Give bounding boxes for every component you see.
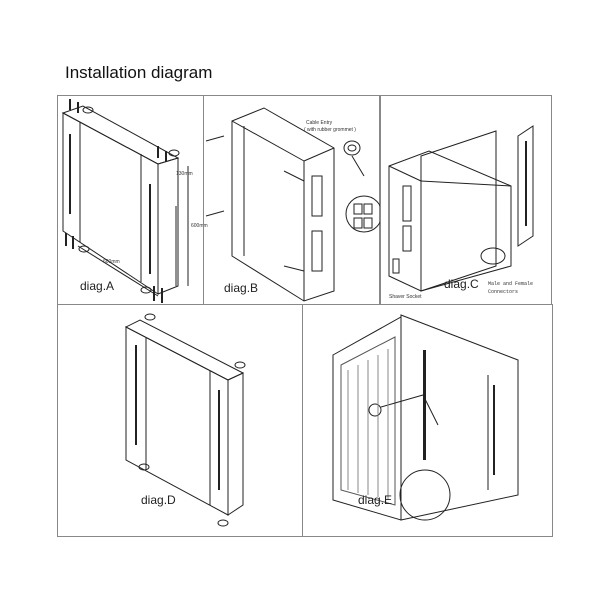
panel-diag-b: Cable Entry ( with rubber grommet ) diag… [203,95,381,305]
connectors-label-1: Male and Female [488,281,534,287]
connectors-label-2: Connectors [488,289,519,295]
cabinet-wiring-drawing [388,125,534,292]
panel-diag-e: diag.E [302,304,553,537]
depth-dimension: 130mm [176,171,193,177]
panel-diag-a: 600mm 600mm 130mm diag.A [57,95,208,305]
diag-c-label: diag.C [444,277,479,291]
width-dimension: 600mm [103,259,120,265]
cable-entry-label: Cable Entry [306,120,333,126]
diag-e-label: diag.E [358,493,393,507]
grommet-label: ( with rubber grommet ) [304,127,356,133]
panel-diag-d: diag.D [57,304,303,537]
door-hinge-drawing [332,314,519,521]
shaver-socket-label: Shaver Socket [389,294,422,300]
diag-a-label: diag.A [80,279,115,293]
height-dimension: 600mm [191,223,208,229]
cabinet-front-drawing [61,99,189,303]
panel-diag-c: Shaver Socket diag.C Male and Female Con… [380,95,552,305]
page-title: Installation diagram [65,63,213,82]
cabinet-body-drawing [205,107,381,302]
diag-b-label: diag.B [224,281,259,295]
cabinet-mounting-drawing [124,313,246,527]
diag-d-label: diag.D [141,493,176,507]
